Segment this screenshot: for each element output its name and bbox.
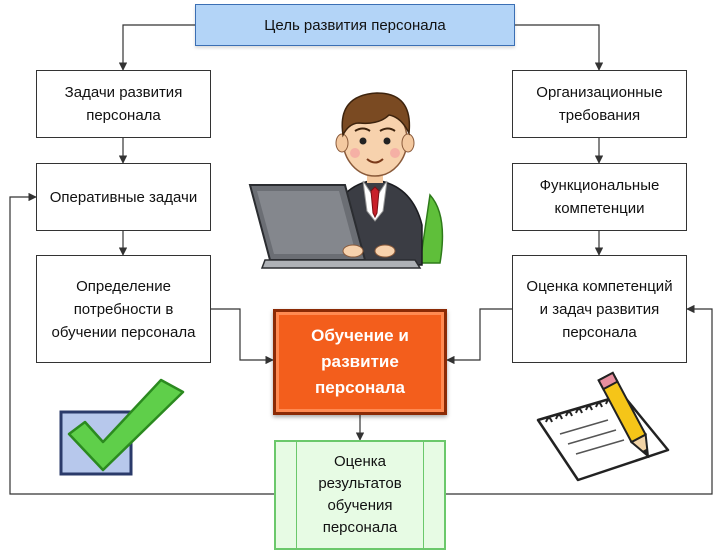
connector-left-center (211, 308, 274, 365)
connector-feedback-right (446, 304, 713, 495)
center-label: Обучение и развитие персонала (311, 326, 409, 397)
box-label: Задачи развития персонала (64, 84, 183, 124)
goal-label: Цель развития персонала (264, 16, 446, 34)
connector-goal-right (515, 24, 604, 71)
checkmark-icon (59, 378, 185, 476)
connector-goal-left (118, 24, 195, 71)
person-at-laptop-icon (248, 92, 444, 269)
box-label: Оценка компетенций и задач развития перс… (526, 277, 673, 341)
scroll-stripe-right (423, 442, 424, 548)
scroll-stripe-left (296, 442, 297, 548)
box-development-tasks: Задачи развития персонала (36, 70, 211, 138)
box-label: Функциональные компетенции (539, 177, 660, 217)
connector-right-center (446, 308, 512, 365)
box-operational-tasks: Оперативные задачи (36, 163, 211, 231)
connector-feedback-left (9, 192, 274, 495)
box-competency-assessment: Оценка компетенций и задач развития перс… (512, 255, 687, 363)
box-org-requirements: Организационные требования (512, 70, 687, 138)
notepad-pencil-icon (536, 371, 670, 482)
goal-box: Цель развития персонала (195, 4, 515, 46)
box-functional-competencies: Функциональные компетенции (512, 163, 687, 231)
result-label: Оценка результатов обучения персонала (318, 453, 402, 536)
center-box-training: Обучение и развитие персонала (273, 309, 447, 415)
result-box: Оценка результатов обучения персонала (274, 440, 446, 550)
box-label: Организационные требования (536, 84, 663, 124)
box-training-needs: Определение потребности в обучении персо… (36, 255, 211, 363)
box-label: Оперативные задачи (49, 188, 198, 206)
box-label: Определение потребности в обучении персо… (51, 277, 196, 341)
